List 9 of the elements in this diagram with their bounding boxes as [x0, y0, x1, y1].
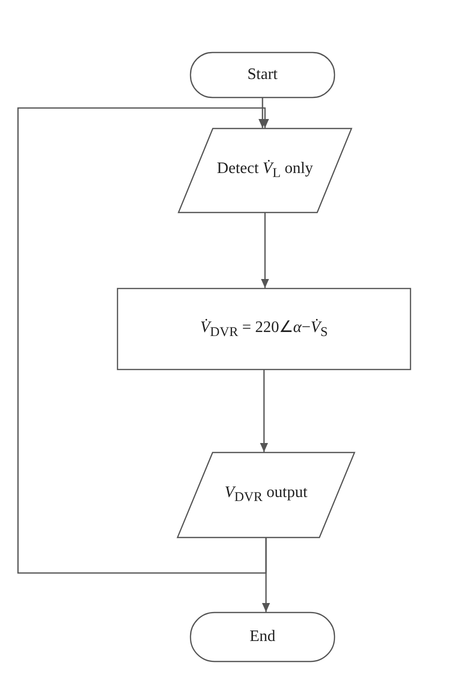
arrow	[258, 98, 266, 128]
node-label: V̇$_{DVR}$ = 220∠α−V̇$_{S}$	[200, 318, 328, 341]
arrow	[261, 213, 269, 288]
arrow	[260, 370, 268, 452]
node-label: Start	[247, 66, 278, 84]
node-label: End	[250, 628, 276, 646]
node-label: V$_{DVR}$ output	[224, 484, 308, 506]
node-label: Detect V̇$_{L}$ only	[216, 160, 314, 182]
arrow	[17, 107, 269, 574]
